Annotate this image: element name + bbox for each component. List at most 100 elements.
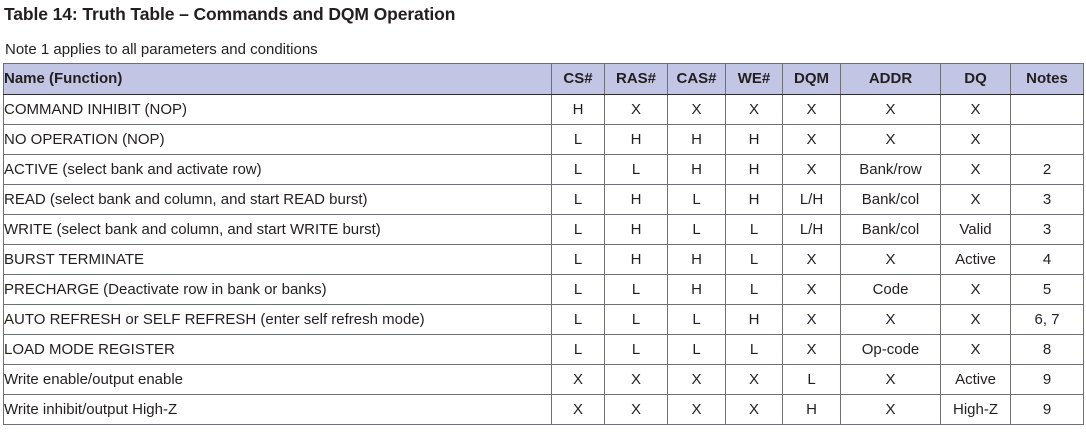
cell-addr: X (840, 124, 941, 155)
cell-cs: L (551, 124, 605, 155)
cell-dqm: L/H (782, 184, 841, 215)
cell-ras: H (604, 184, 668, 215)
cell-name: WRITE (select bank and column, and start… (3, 214, 552, 245)
cell-notes: 8 (1010, 334, 1084, 365)
cell-cs: L (551, 274, 605, 305)
cell-dqm: X (782, 274, 841, 305)
cell-ras: H (604, 244, 668, 275)
cell-we: H (725, 124, 783, 155)
table-row: AUTO REFRESH or SELF REFRESH (enter self… (3, 304, 1084, 335)
cell-cs: H (551, 94, 605, 125)
page-title: Table 14: Truth Table – Commands and DQM… (4, 4, 456, 24)
cell-dq: X (940, 274, 1011, 305)
cell-name: BURST TERMINATE (3, 244, 552, 275)
cell-notes: 3 (1010, 184, 1084, 215)
cell-addr: X (840, 244, 941, 275)
cell-cs: L (551, 334, 605, 365)
column-header-name: Name (Function) (3, 63, 552, 95)
cell-dq: Valid (940, 214, 1011, 245)
cell-ras: X (604, 364, 668, 395)
column-header-we: WE# (725, 63, 783, 95)
cell-dqm: H (782, 394, 841, 425)
cell-dqm: L (782, 364, 841, 395)
cell-name: NO OPERATION (NOP) (3, 124, 552, 155)
cell-we: H (725, 304, 783, 335)
cell-dq: X (940, 94, 1011, 125)
cell-we: H (725, 184, 783, 215)
cell-we: X (725, 364, 783, 395)
cell-dq: High-Z (940, 394, 1011, 425)
cell-dqm: X (782, 244, 841, 275)
cell-addr: Bank/row (840, 154, 941, 185)
column-header-dq: DQ (940, 63, 1011, 95)
cell-dq: X (940, 154, 1011, 185)
cell-name: COMMAND INHIBIT (NOP) (3, 94, 552, 125)
cell-name: PRECHARGE (Deactivate row in bank or ban… (3, 274, 552, 305)
column-header-cs: CS# (551, 63, 605, 95)
cell-we: L (725, 214, 783, 245)
cell-dqm: X (782, 94, 841, 125)
cell-dq: X (940, 184, 1011, 215)
cell-notes: 5 (1010, 274, 1084, 305)
cell-notes (1010, 94, 1084, 125)
cell-addr: Op-code (840, 334, 941, 365)
cell-addr: Bank/col (840, 184, 941, 215)
cell-dq: Active (940, 364, 1011, 395)
cell-ras: X (604, 94, 668, 125)
cell-dqm: X (782, 304, 841, 335)
cell-cas: L (667, 334, 726, 365)
cell-dq: X (940, 304, 1011, 335)
cell-addr: Code (840, 274, 941, 305)
cell-addr: X (840, 394, 941, 425)
column-header-ras: RAS# (604, 63, 668, 95)
cell-cas: L (667, 304, 726, 335)
cell-ras: H (604, 124, 668, 155)
cell-notes (1010, 124, 1084, 155)
cell-cs: L (551, 244, 605, 275)
cell-name: Write inhibit/output High-Z (3, 394, 552, 425)
cell-ras: L (604, 334, 668, 365)
cell-we: X (725, 94, 783, 125)
cell-cas: H (667, 244, 726, 275)
cell-notes: 2 (1010, 154, 1084, 185)
cell-dq: X (940, 124, 1011, 155)
cell-cas: H (667, 274, 726, 305)
cell-cas: X (667, 394, 726, 425)
table-row: PRECHARGE (Deactivate row in bank or ban… (3, 274, 1084, 305)
cell-cs: L (551, 154, 605, 185)
cell-name: READ (select bank and column, and start … (3, 184, 552, 215)
cell-addr: Bank/col (840, 214, 941, 245)
cell-we: H (725, 154, 783, 185)
cell-we: L (725, 244, 783, 275)
cell-addr: X (840, 304, 941, 335)
column-header-cas: CAS# (667, 63, 726, 95)
cell-dq: Active (940, 244, 1011, 275)
cell-cs: L (551, 304, 605, 335)
cell-we: X (725, 394, 783, 425)
cell-name: Write enable/output enable (3, 364, 552, 395)
cell-addr: X (840, 364, 941, 395)
cell-dq: X (940, 334, 1011, 365)
cell-cas: H (667, 154, 726, 185)
cell-notes: 6, 7 (1010, 304, 1084, 335)
cell-ras: H (604, 214, 668, 245)
cell-dqm: X (782, 124, 841, 155)
cell-cs: L (551, 214, 605, 245)
cell-cs: L (551, 184, 605, 215)
cell-ras: X (604, 394, 668, 425)
cell-ras: L (604, 274, 668, 305)
cell-we: L (725, 274, 783, 305)
